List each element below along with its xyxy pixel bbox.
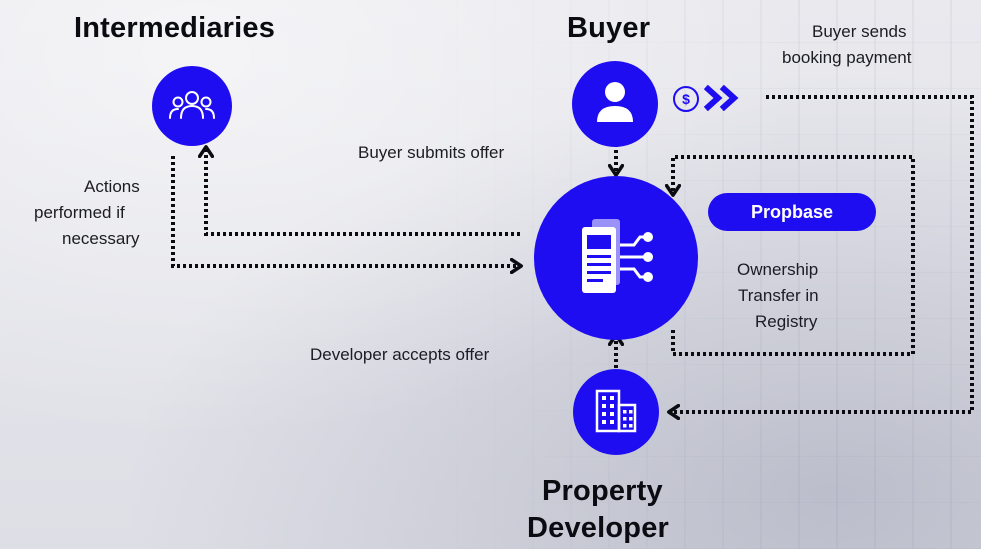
buyer-submits-label: Buyer submits offer (358, 143, 505, 162)
buildings-icon (593, 387, 639, 438)
propbase-badge[interactable]: Propbase (708, 193, 876, 231)
double-chevron-right-icon (703, 84, 744, 116)
ownership-label-line1: Ownership (737, 260, 819, 279)
buyer-node[interactable] (572, 61, 658, 147)
dollar-icon: $ (673, 86, 699, 112)
actions-label-line3: necessary (62, 229, 140, 248)
ownership-label-line2: Transfer in (738, 286, 819, 305)
property-developer-title-line2: Developer (527, 512, 670, 544)
buyer-title: Buyer (567, 12, 651, 44)
registry-loop-connector (673, 155, 915, 356)
intermediaries-node[interactable] (152, 66, 232, 146)
people-group-icon (168, 88, 216, 125)
actions-label-line2: performed if (34, 203, 125, 222)
ownership-label-line3: Registry (755, 312, 818, 331)
property-developer-title-line1: Property (542, 475, 663, 507)
payment-connector (672, 95, 974, 412)
actions-label-line1: Actions (84, 177, 140, 196)
document-network-icon (576, 215, 656, 302)
buyer-sends-label-line1: Buyer sends (812, 22, 907, 41)
buyer-sends-label-line2: booking payment (782, 48, 912, 67)
property-developer-node[interactable] (573, 369, 659, 455)
propbase-node[interactable] (534, 176, 698, 340)
intermediaries-to-propbase-connector (171, 156, 518, 266)
propbase-to-intermediaries-connector (206, 150, 520, 236)
user-icon (595, 80, 635, 129)
developer-accepts-label: Developer accepts offer (310, 345, 490, 364)
intermediaries-title: Intermediaries (74, 12, 276, 44)
